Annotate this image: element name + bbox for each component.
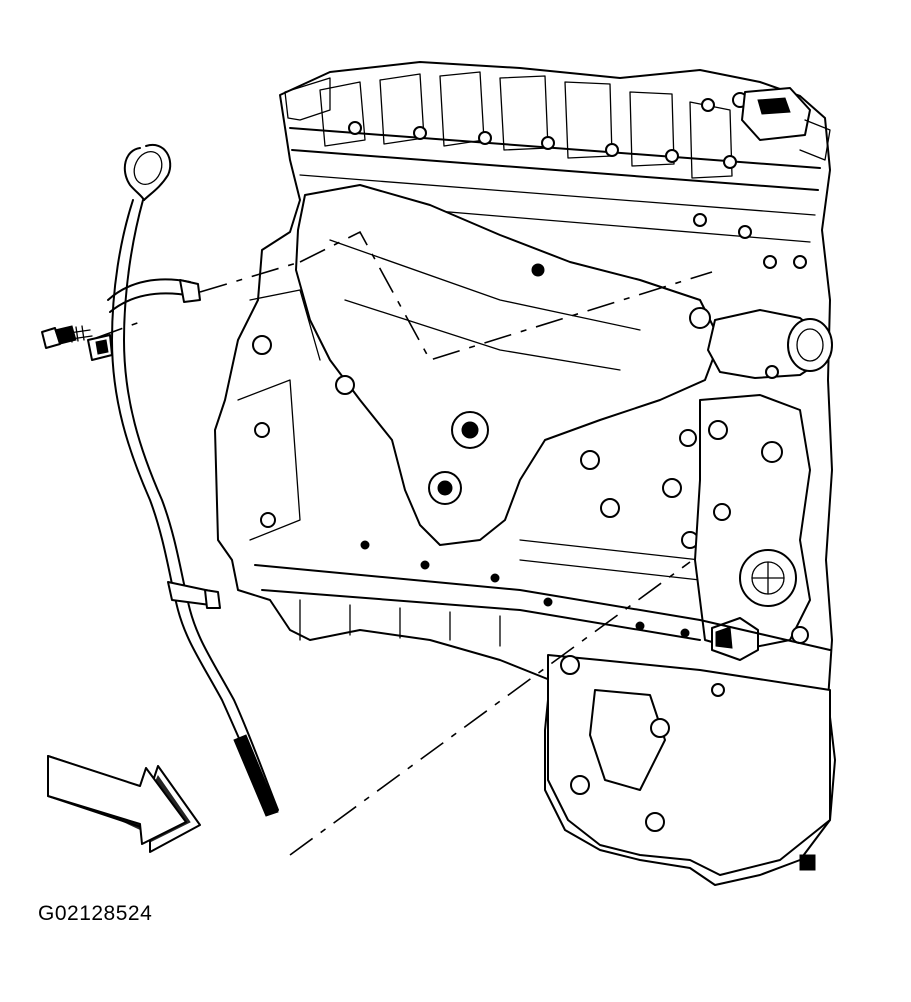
oil-pan — [254, 564, 831, 876]
water-outlet — [707, 309, 833, 379]
engine-block — [214, 61, 836, 886]
front-cover — [694, 394, 811, 651]
tube-bracket — [87, 278, 201, 361]
exhaust-manifold — [295, 184, 721, 546]
dipstick-handle — [123, 143, 172, 201]
bracket-bolt — [41, 325, 93, 349]
leader-lines — [95, 230, 713, 856]
front-arrow-icon — [47, 755, 201, 853]
head-bolts — [310, 92, 807, 269]
oil-sensor — [711, 617, 759, 661]
figure-id-label: G02128524 — [38, 902, 153, 925]
dipstick-tube — [111, 199, 279, 817]
